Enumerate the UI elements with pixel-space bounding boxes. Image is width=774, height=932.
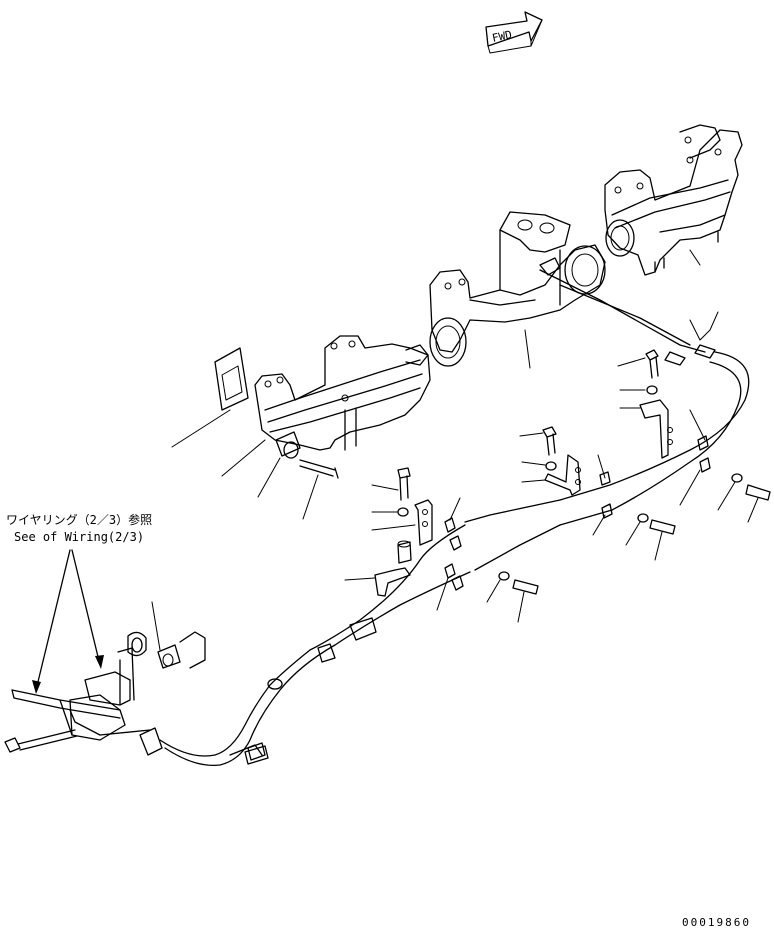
washer-left-cluster: [371, 507, 409, 517]
rear-exhaust-manifold: [604, 124, 743, 276]
left-clamp-assembly: [11, 631, 206, 741]
sensor-wires: [464, 269, 750, 571]
washer-center: [521, 461, 557, 471]
reference-note-japanese: ワイヤリング（2／3）参照: [6, 512, 152, 527]
bracket-right: [619, 399, 673, 459]
reference-note: ワイヤリング（2／3）参照 See of Wiring(2/3): [6, 512, 152, 544]
center-exhaust-manifold: [429, 211, 606, 367]
bolt-upper-right: [617, 349, 659, 379]
bolts-right: [512, 484, 771, 595]
fwd-arrow-icon: [485, 11, 543, 54]
front-exhaust-manifold: [254, 335, 431, 451]
collar-left-cluster: [397, 540, 412, 564]
spacer-sleeve: [275, 431, 301, 459]
reference-arrows: [32, 549, 104, 694]
connector-plug: [244, 745, 269, 765]
flange-bolt-left: [4, 729, 78, 753]
fwd-label: FWD: [491, 28, 513, 45]
clip-bracket-left: [344, 567, 411, 597]
leader-lines-right: [151, 409, 759, 651]
washer-upper-right: [619, 385, 658, 395]
bracket-center: [521, 454, 581, 496]
bolt-left-cluster: [371, 467, 411, 501]
reference-note-english: See of Wiring(2/3): [14, 530, 144, 544]
washers-right: [498, 473, 743, 581]
wiring-harness: [139, 524, 471, 767]
bolt-center: [519, 426, 557, 456]
bracket-left-cluster: [371, 499, 433, 546]
gasket: [214, 347, 249, 411]
leader-lines-upper: [171, 249, 719, 520]
drawing-number: 00019860: [682, 916, 751, 929]
stud-bolt: [299, 459, 339, 479]
